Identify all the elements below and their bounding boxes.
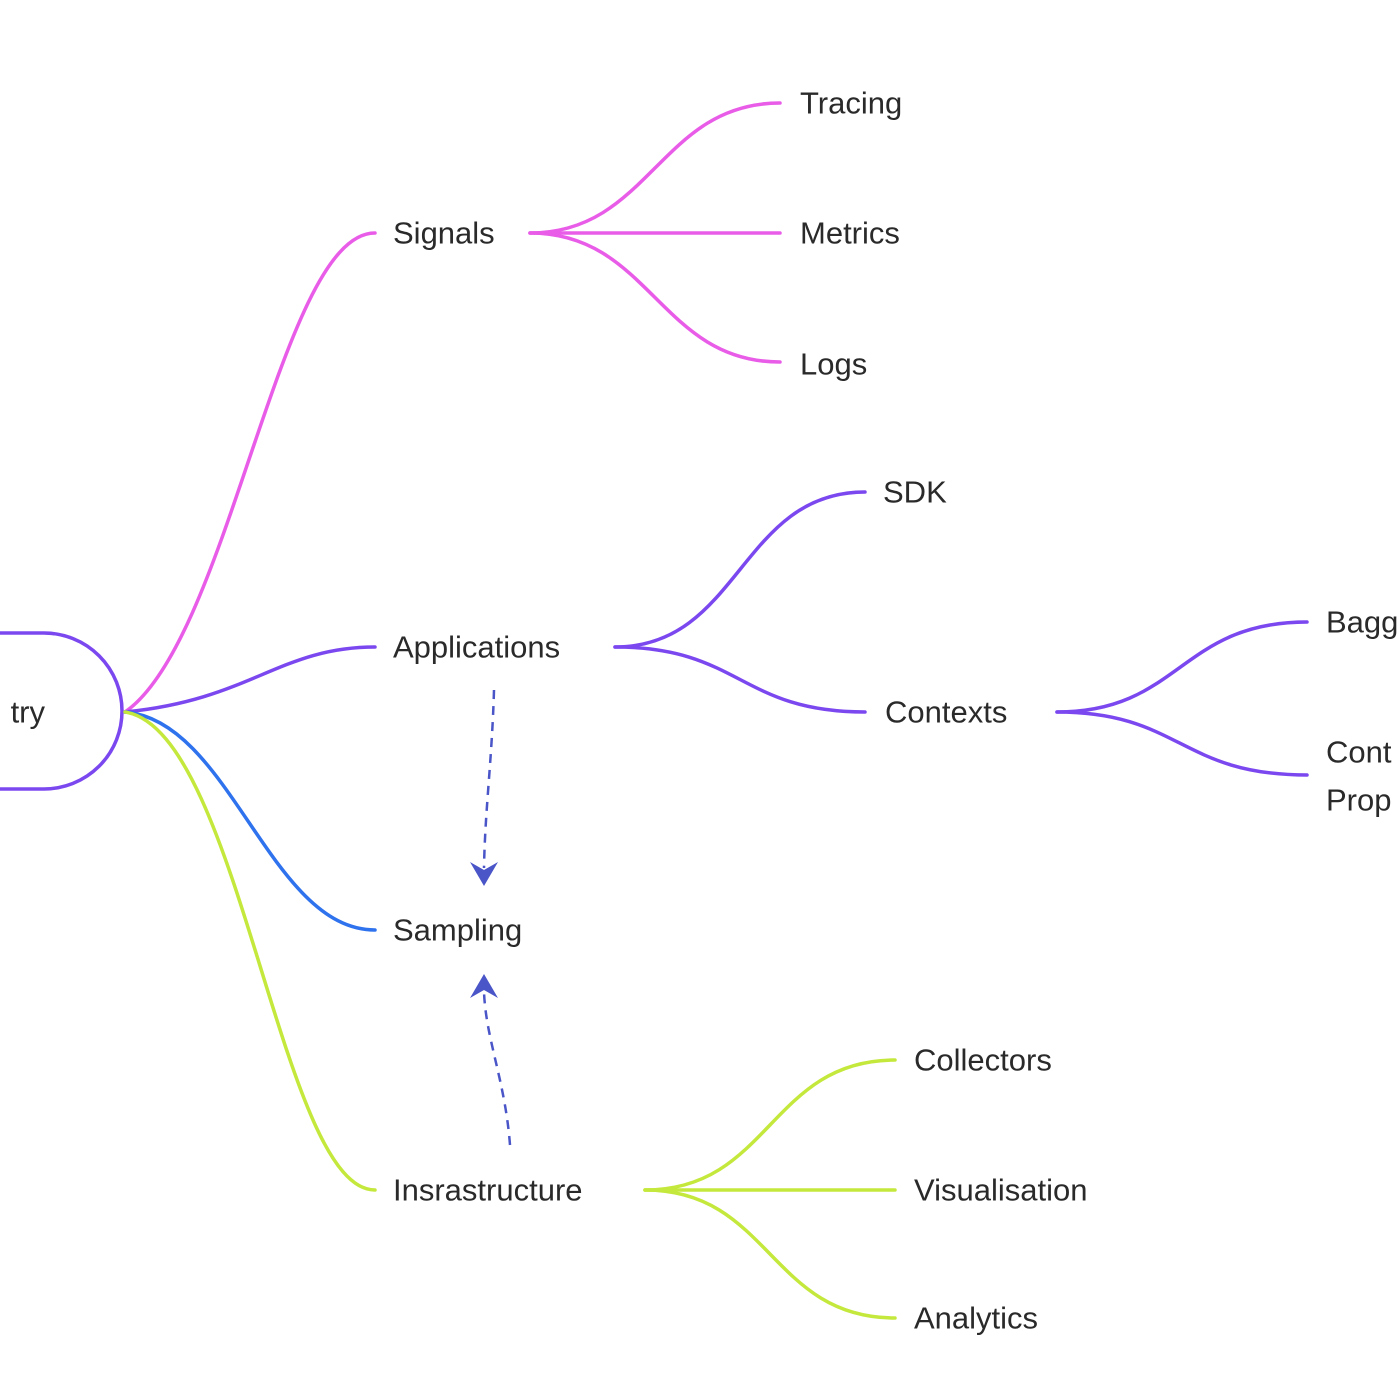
- edge-root-signals: [123, 231, 377, 714]
- relation-infrastructure-sampling[interactable]: [482, 991, 512, 1146]
- node-sdk[interactable]: SDK: [883, 475, 947, 510]
- edge-signals-logs: [528, 231, 782, 364]
- node-signals[interactable]: Signals: [393, 216, 495, 251]
- edge-applications-sdk: [613, 490, 867, 649]
- node-tracing[interactable]: Tracing: [800, 86, 902, 121]
- edge-root-sampling: [123, 710, 377, 932]
- node-contexts[interactable]: Contexts: [885, 695, 1007, 730]
- node-metrics[interactable]: Metrics: [800, 216, 900, 251]
- root-node-shape[interactable]: [0, 631, 124, 791]
- node-logs[interactable]: Logs: [800, 347, 867, 382]
- edge-contexts-propagation: [1055, 710, 1309, 777]
- edge-infrastructure-collectors: [643, 1058, 897, 1192]
- edge-contexts-baggage: [1055, 620, 1309, 714]
- arrowhead-up-icon: [470, 974, 498, 998]
- node-sampling[interactable]: Sampling: [393, 913, 522, 948]
- node-context-propagation-line1[interactable]: Cont: [1326, 735, 1392, 770]
- edge-applications-contexts: [613, 645, 867, 714]
- arrowhead-down-icon: [470, 862, 498, 886]
- node-context-propagation-line2[interactable]: Prop: [1326, 783, 1391, 818]
- edge-infrastructure-analytics: [643, 1188, 897, 1320]
- edge-signals-tracing: [528, 101, 782, 235]
- node-visualisation[interactable]: Visualisation: [914, 1173, 1087, 1208]
- edge-root-applications: [123, 645, 377, 714]
- node-infrastructure[interactable]: Insrastructure: [393, 1173, 583, 1208]
- node-collectors[interactable]: Collectors: [914, 1043, 1052, 1078]
- root-node-label[interactable]: try: [11, 695, 46, 730]
- edge-root-infrastructure: [123, 710, 377, 1192]
- node-applications[interactable]: Applications: [393, 630, 560, 665]
- relation-applications-sampling[interactable]: [482, 689, 496, 869]
- node-baggage[interactable]: Bagg: [1326, 605, 1398, 640]
- node-analytics[interactable]: Analytics: [914, 1301, 1038, 1336]
